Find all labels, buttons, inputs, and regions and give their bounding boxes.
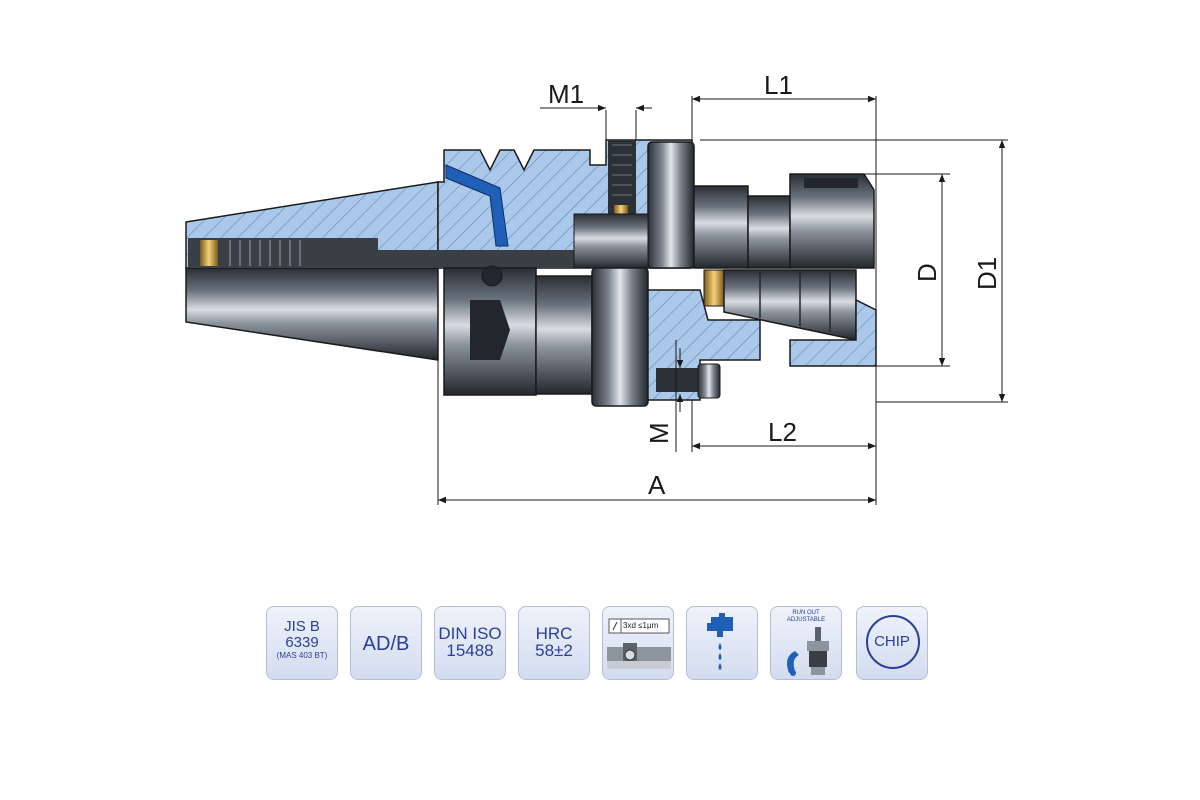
pull-stud-bore xyxy=(188,238,378,268)
badge-jis-line3: (MAS 403 BT) xyxy=(276,651,328,660)
dim-d1-label: D1 xyxy=(972,257,1002,290)
adjusting-ring-upper xyxy=(647,141,695,269)
badge-din-line1: DIN ISO xyxy=(438,624,502,643)
adjustable-holder-icon xyxy=(787,627,829,676)
dim-l1-label: L1 xyxy=(764,70,793,100)
taper-shank xyxy=(185,267,439,361)
badge-hrc-line1: HRC xyxy=(535,624,573,643)
badge-adb: AD/B xyxy=(350,606,422,680)
coolant-tap-icon xyxy=(707,613,733,670)
badge-coolant xyxy=(686,606,758,680)
badge-din-line2: 15488 xyxy=(446,641,494,660)
badge-jis-line1: JIS B xyxy=(284,618,320,635)
chip-circle-icon xyxy=(866,615,920,669)
badge-jis-line2: 6339 xyxy=(285,634,319,651)
front-body xyxy=(693,185,749,269)
badge-runout-spec: 3xd ≤1μm xyxy=(602,606,674,680)
badge-chip-label: CHIP xyxy=(874,633,910,650)
badge-hrc-line2: 58±2 xyxy=(535,641,573,660)
badge-adb-label: AD/B xyxy=(362,633,410,655)
dim-m1-label: M1 xyxy=(548,79,584,109)
badge-chip: CHIP xyxy=(856,606,928,680)
runout-gauge-icon xyxy=(607,618,671,669)
adjusting-ring-lower xyxy=(591,267,649,407)
badge-runout-spec-label: 3xd ≤1μm xyxy=(623,621,659,630)
dim-l2-label: L2 xyxy=(768,417,797,447)
clamping-nut xyxy=(789,173,875,269)
badge-runout-adjustable-line2: ADJUSTABLE xyxy=(786,617,826,623)
dim-a-label: A xyxy=(648,470,666,500)
badge-jis: JIS B 6339 (MAS 403 BT) xyxy=(266,606,338,680)
m1-slot xyxy=(608,140,636,215)
badge-hrc: HRC 58±2 xyxy=(518,606,590,680)
dim-d-label: D xyxy=(912,263,942,282)
badge-runout-adjustable: RUN OUT ADJUSTABLE xyxy=(770,606,842,680)
dim-m-label: M xyxy=(644,422,674,444)
badge-din: DIN ISO 15488 xyxy=(434,606,506,680)
coolant-channel xyxy=(445,164,509,247)
badge-runout-adjustable-line1: RUN OUT xyxy=(792,610,820,616)
